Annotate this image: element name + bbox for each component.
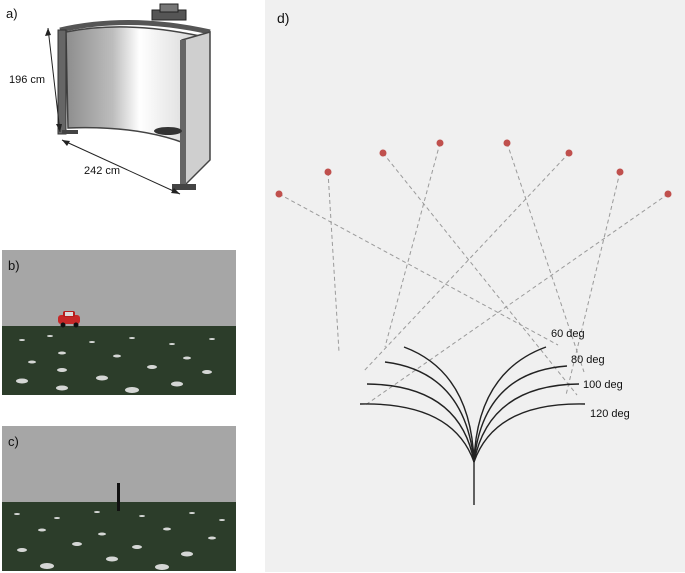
car-scene-image — [2, 250, 236, 395]
angle-label-120: 120 deg — [590, 408, 630, 420]
panel-a-screen-illustration: a) 196 cm — [0, 0, 240, 215]
panel-d-angle-diagram: d) — [265, 0, 685, 572]
panel-c-label: c) — [8, 434, 19, 449]
ground-dots — [14, 511, 225, 570]
angle-diagram-svg — [275, 139, 672, 505]
height-dimension-label: 196 cm — [9, 74, 46, 86]
pole-scene-image — [2, 426, 236, 571]
ground-dots — [16, 335, 215, 393]
angle-label-60: 60 deg — [551, 328, 585, 340]
panel-a-label: a) — [6, 6, 18, 21]
target-markers — [275, 139, 672, 198]
angle-label-80: 80 deg — [571, 354, 605, 366]
panel-b-car-scene: b) — [2, 250, 236, 395]
path-curves — [359, 346, 586, 505]
angle-label-100: 100 deg — [583, 379, 623, 391]
sight-lines — [278, 142, 669, 407]
panel-c-pole-scene: c) — [2, 426, 236, 571]
pole-icon — [117, 483, 120, 511]
screen-drawing — [45, 3, 211, 195]
panel-b-label: b) — [8, 258, 20, 273]
panel-d-label: d) — [277, 10, 290, 26]
car-icon — [58, 311, 80, 328]
width-dimension-label: 242 cm — [84, 165, 121, 177]
